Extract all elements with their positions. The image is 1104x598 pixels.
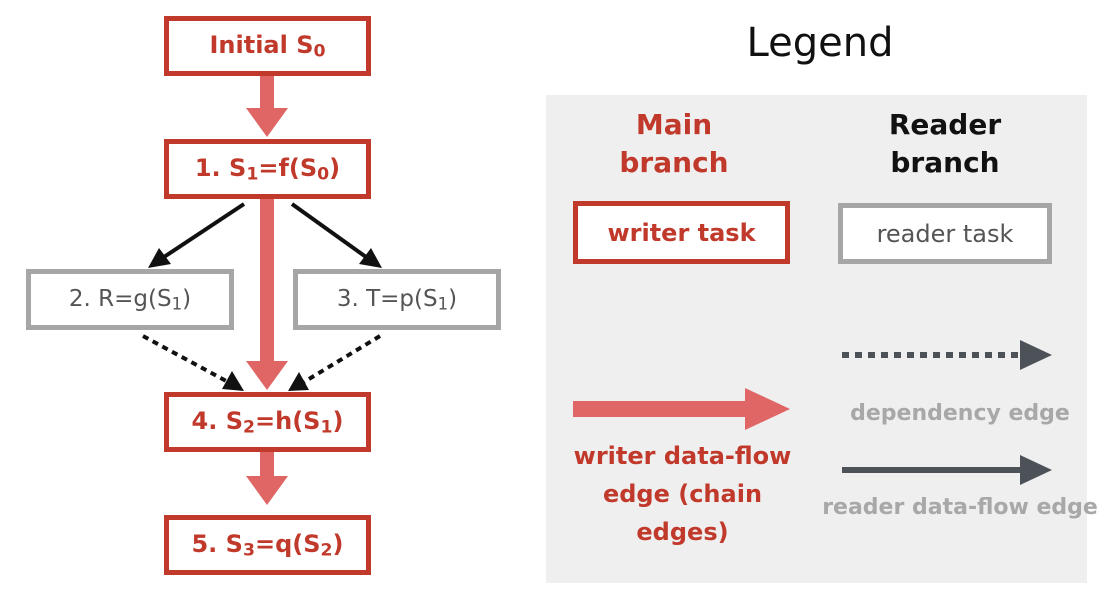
edge-n1-to-n2: [148, 202, 246, 268]
legend-writer-task-box: writer task: [573, 201, 790, 264]
legend-reader-branch-label: Reader branch: [888, 108, 1002, 179]
node-4: 4. S2=h(S1): [164, 392, 371, 452]
edge-n1-to-n3: [290, 202, 382, 268]
edge-initial-to-n1: [246, 76, 288, 137]
legend-writer-task-label: writer task: [607, 218, 756, 247]
node-2-label: 2. R=g(S1): [68, 285, 192, 314]
legend-dependency-edge-label: dependency edge: [850, 401, 1070, 426]
legend-writer-data-flow-edge-label: writer data-flow edge (chain edges): [573, 442, 792, 546]
node-initial-label: Initial S0: [209, 30, 326, 62]
node-4-label: 4. S2=h(S1): [191, 406, 344, 438]
node-3-label: 3. T=p(S1): [336, 285, 458, 314]
edge-n1-to-n4: [246, 199, 288, 390]
node-5: 5. S3=q(S2): [164, 515, 371, 575]
legend-reader-task-label: reader task: [876, 219, 1014, 248]
node-1-label: 1. S1=f(S0): [194, 153, 341, 185]
legend-reader-data-flow-edge-label: reader data-flow edge: [822, 495, 1098, 520]
node-3: 3. T=p(S1): [293, 269, 501, 330]
node-1: 1. S1=f(S0): [164, 139, 371, 199]
edge-n4-to-n5: [246, 452, 288, 505]
legend-title: Legend: [746, 20, 894, 66]
edge-n2-to-n4: [142, 334, 244, 391]
node-2: 2. R=g(S1): [26, 269, 234, 330]
node-initial: Initial S0: [164, 16, 371, 76]
edge-n3-to-n4: [288, 334, 382, 391]
legend-reader-task-box: reader task: [838, 203, 1052, 264]
legend-main-branch-label: Main branch: [619, 108, 729, 179]
node-5-label: 5. S3=q(S2): [191, 529, 344, 561]
legend-panel: [546, 95, 1087, 583]
